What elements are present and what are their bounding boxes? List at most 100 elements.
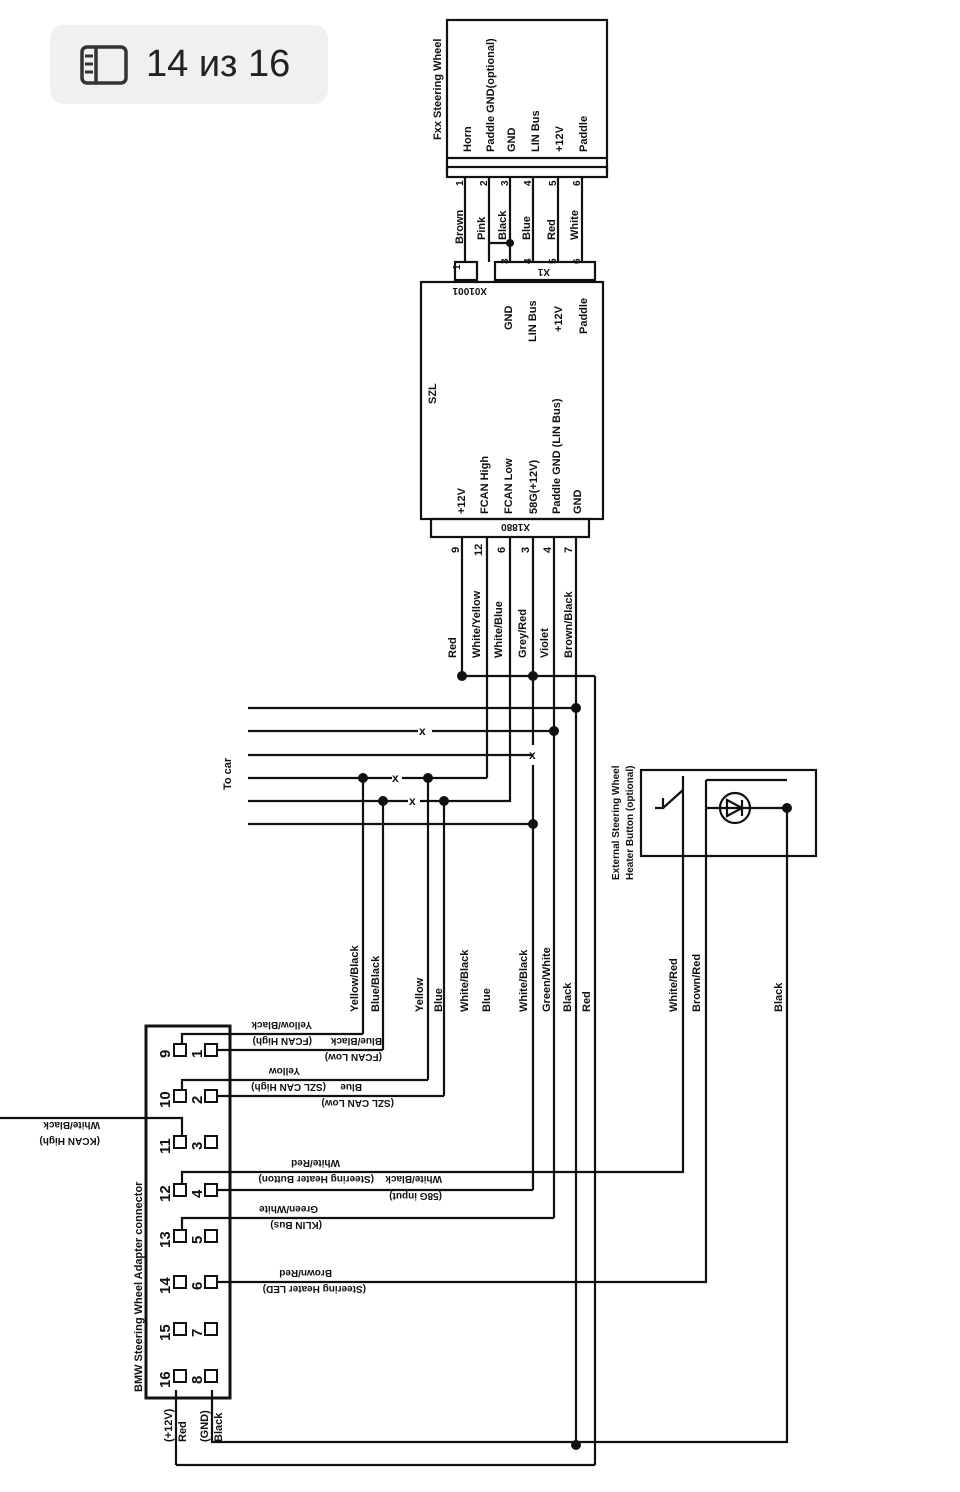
x1880-pin: 3 xyxy=(520,547,532,553)
fxx-pin-label: LIN Bus xyxy=(530,110,542,152)
adapter-pin-label: White/Red xyxy=(291,1157,340,1168)
crossing-mark: x xyxy=(392,771,399,785)
x1-pin: 4 xyxy=(523,258,534,264)
fxx-pin-number: 3 xyxy=(500,180,511,186)
adapter-bottom-label: (+12V) xyxy=(163,1408,175,1442)
wire-label: White/Black xyxy=(459,949,471,1012)
adapter-pin-number: 14 xyxy=(157,1277,174,1294)
adapter-pin-label: White/Black xyxy=(385,1173,442,1184)
fxx-pin-label: Paddle GND(optional) xyxy=(485,38,497,152)
fxx-pin-label: Paddle xyxy=(578,116,590,152)
x1-pin: 5 xyxy=(548,258,559,264)
adapter-pin-number: 13 xyxy=(157,1231,174,1248)
fxx-pin-label: GND xyxy=(506,128,518,153)
heater-button-title: Heater Button (optional) xyxy=(625,766,636,880)
wire-label: Brown xyxy=(454,210,466,245)
adapter-pin-number: 8 xyxy=(189,1376,206,1384)
szl-left-pin: +12V xyxy=(456,487,468,514)
adapter-pin-label: (58G input) xyxy=(389,1190,442,1201)
adapter-pin-number: 5 xyxy=(189,1236,206,1244)
adapter-pin-label: (FCAN High) xyxy=(253,1035,312,1046)
szl-left-pin: FCAN High xyxy=(479,456,491,514)
adapter-pin-label: Yellow xyxy=(269,1065,300,1076)
crossing-mark: x xyxy=(419,724,426,738)
adapter-pin-number: 4 xyxy=(189,1189,206,1198)
pages-icon xyxy=(80,44,128,85)
fxx-module-title: Fxx Steering Wheel xyxy=(432,39,444,140)
crossing-mark: x xyxy=(409,794,416,808)
adapter-pin-label: Brown/Red xyxy=(279,1267,332,1278)
wire-label: Black xyxy=(497,210,509,240)
x01001-pin: 1 xyxy=(452,264,463,270)
adapter-pin-number: 3 xyxy=(189,1142,206,1150)
wire-label: White/Black xyxy=(518,949,530,1012)
adapter-pin-label: (Steering Heater Button) xyxy=(258,1173,374,1184)
szl-left-pin: 58G(+12V) xyxy=(528,460,540,514)
wire-label: Blue xyxy=(433,988,445,1012)
fxx-pin-number: 4 xyxy=(523,180,534,186)
wire-label: Red xyxy=(581,991,593,1012)
x1880-pin: 6 xyxy=(496,547,508,553)
wire-label: White/Yellow xyxy=(471,590,483,658)
connector-x01001-label: X01001 xyxy=(452,285,487,296)
adapter-pin-number: 6 xyxy=(189,1282,206,1290)
adapter-bottom-label: Black xyxy=(213,1412,225,1442)
adapter-pin-label: Blue/Black xyxy=(330,1035,382,1046)
crossing-mark: x xyxy=(529,748,536,762)
fxx-module-box xyxy=(445,18,609,160)
szl-left-pin: FCAN Low xyxy=(503,458,515,514)
x1880-pin: 9 xyxy=(450,547,462,553)
connector-x1880-label: X1880 xyxy=(501,521,530,532)
adapter-pin-number: 16 xyxy=(157,1371,174,1388)
wire-label: Green/White xyxy=(541,947,553,1012)
wire-label: Blue/Black xyxy=(370,955,382,1012)
wire-label: White/Blue xyxy=(493,601,505,658)
adapter-pin-label: White/Black xyxy=(43,1119,100,1130)
x1-pin: 3 xyxy=(500,258,511,264)
x1880-pin: 12 xyxy=(473,544,485,556)
wire-label: White xyxy=(569,210,581,240)
page-counter-badge[interactable]: 14 из 16 xyxy=(50,25,328,104)
wire-label: Pink xyxy=(476,216,488,240)
page-counter-text: 14 из 16 xyxy=(146,43,291,85)
connector-x1 xyxy=(493,260,597,282)
fxx-pin-number: 6 xyxy=(572,180,583,186)
to-car-label: To car xyxy=(222,757,234,790)
adapter-pin-label: (SZL CAN Low) xyxy=(321,1097,394,1108)
fxx-pin-label: Horn xyxy=(462,126,474,152)
adapter-pin-number: 7 xyxy=(189,1329,206,1337)
heater-button-title: External Steering Wheel xyxy=(611,765,622,880)
szl-right-pin: GND xyxy=(503,306,515,331)
wire-label: Brown/Black xyxy=(563,590,575,658)
wire-label: Grey/Red xyxy=(517,609,529,658)
adapter-pin-number: 15 xyxy=(157,1324,174,1341)
adapter-pin-number: 9 xyxy=(157,1050,174,1058)
adapter-bottom-label: Red xyxy=(177,1421,189,1442)
adapter-pin-number: 11 xyxy=(157,1138,174,1154)
connector-x1-label: X1 xyxy=(537,266,550,277)
szl-right-pin: +12V xyxy=(553,305,565,332)
wire-label: Black xyxy=(562,982,574,1012)
wire-label: Blue xyxy=(481,988,493,1012)
adapter-pin-label: (SZL CAN High) xyxy=(251,1081,326,1092)
adapter-pin-number: 2 xyxy=(189,1096,206,1104)
adapter-pin-number: 1 xyxy=(189,1050,206,1058)
adapter-connector-box xyxy=(144,1024,232,1400)
adapter-pin-label: Green/White xyxy=(259,1203,318,1214)
wire-label: Yellow/Black xyxy=(349,944,361,1012)
wire-label: Red xyxy=(546,219,558,240)
adapter-pin-label: Blue xyxy=(340,1081,362,1092)
adapter-bottom-label: (GND) xyxy=(199,1410,211,1442)
adapter-pin-label: (KCAN High) xyxy=(39,1135,100,1146)
fxx-pin-number: 1 xyxy=(455,180,466,186)
fxx-pin-label: +12V xyxy=(554,125,566,152)
adapter-pin-number: 10 xyxy=(157,1091,174,1108)
connector-x01001 xyxy=(453,260,479,282)
adapter-pin-number: 12 xyxy=(157,1185,174,1202)
x1-pin: 6 xyxy=(572,258,583,264)
wire-label: Violet xyxy=(539,628,551,658)
szl-left-pin: GND xyxy=(572,490,584,515)
wire-label: Black xyxy=(773,982,785,1012)
x1880-pin: 4 xyxy=(542,546,554,553)
